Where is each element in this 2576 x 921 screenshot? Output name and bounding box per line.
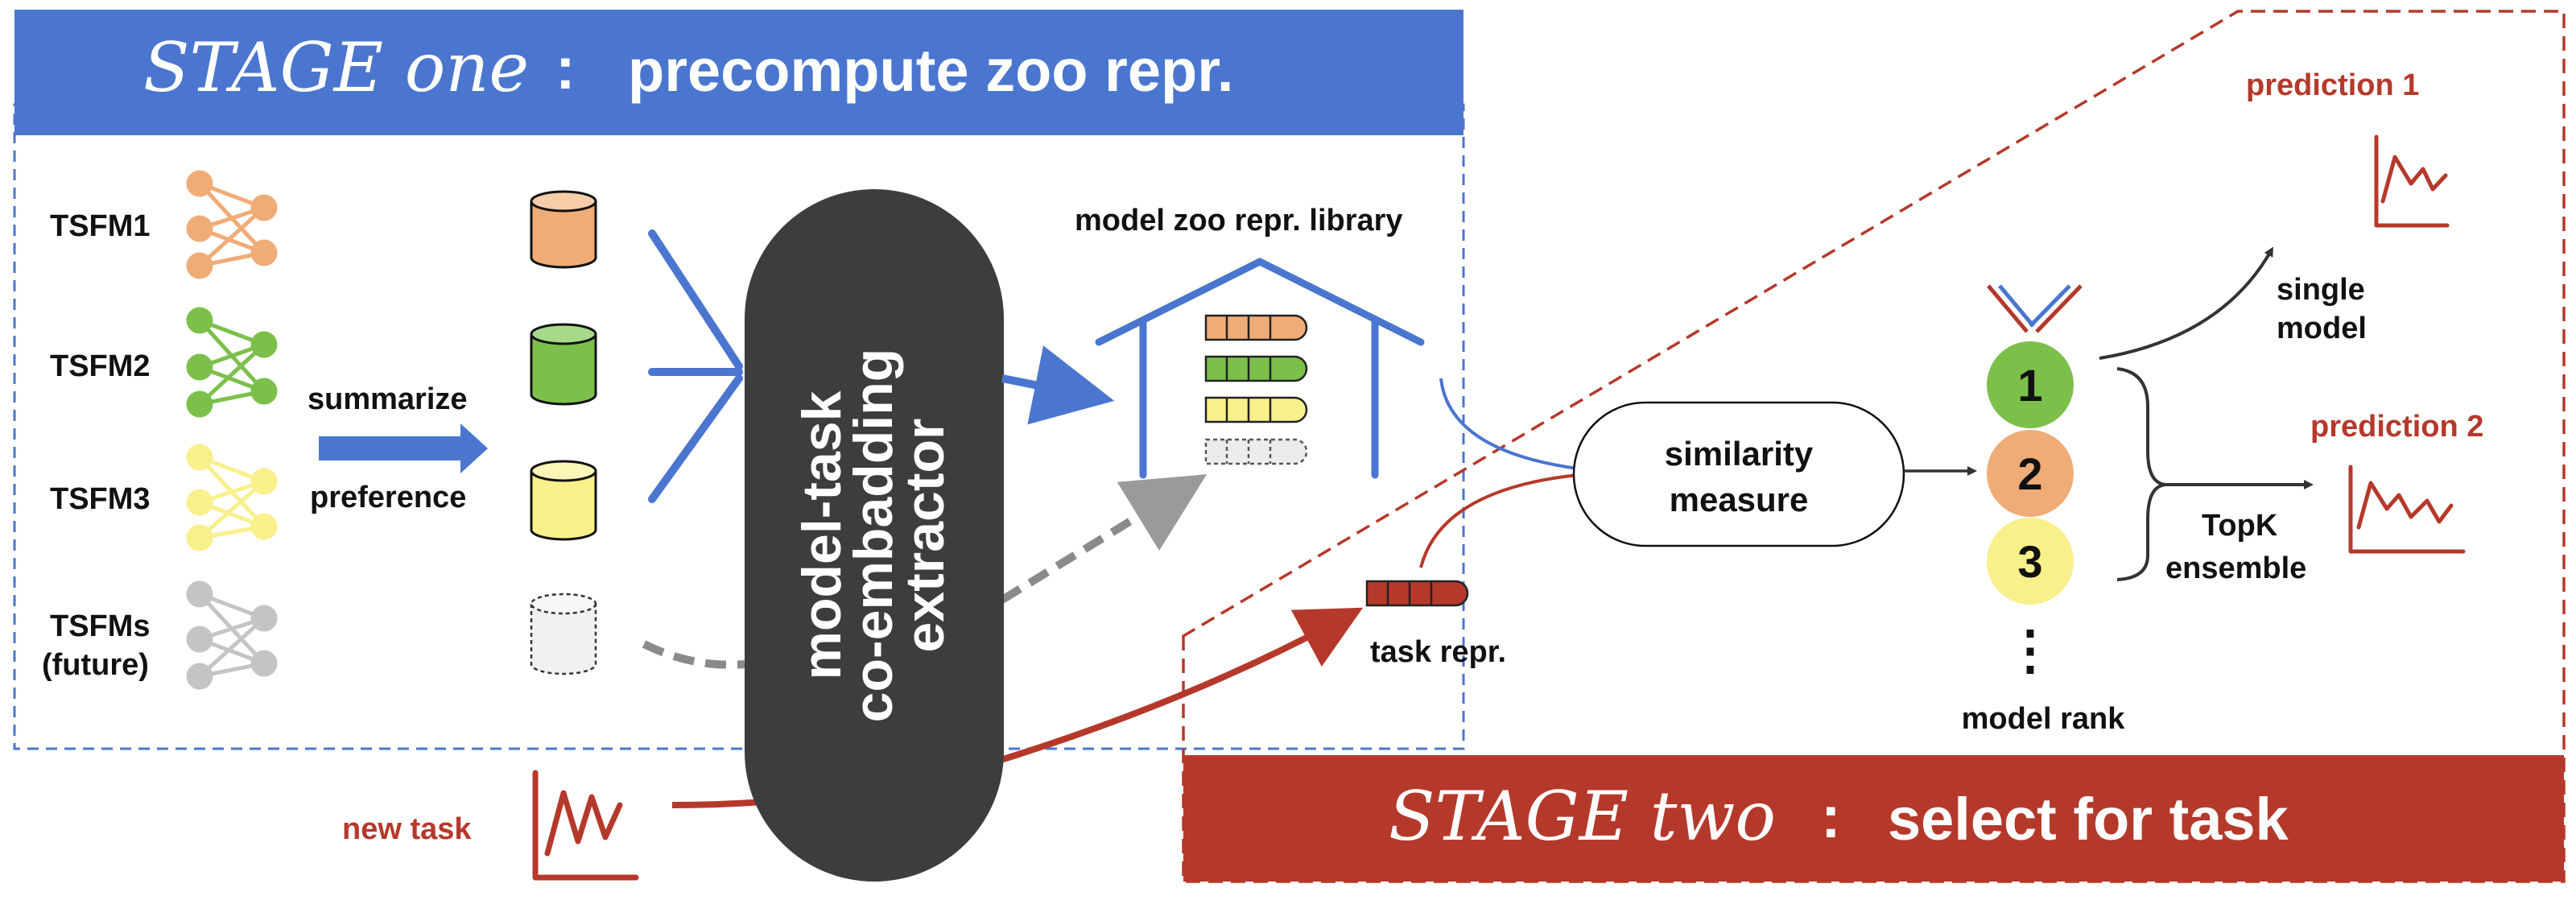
stage-two-separator: : (1821, 783, 1841, 850)
topk-line-2: ensemble (2165, 551, 2306, 585)
prediction-1-label: prediction 1 (2246, 68, 2419, 102)
network-icon-tsfm3 (186, 444, 278, 551)
extractor-line-1: model-task (791, 390, 852, 679)
library-bullet-future (1204, 438, 1308, 465)
rank-1-number: 1 (2017, 360, 2042, 411)
medal-ribbon-icon (1987, 284, 2083, 333)
extractor-to-library-arrow (1001, 345, 1115, 425)
cylinder-tsfm2 (530, 323, 597, 406)
rank-3-circle (1987, 518, 2074, 605)
library-bullet-green (1204, 355, 1308, 382)
new-task-label: new task (342, 812, 472, 846)
prediction-2-chart-icon (2348, 465, 2466, 554)
stage-one-title: precompute zoo repr. (628, 37, 1233, 104)
library-to-similarity-line (1439, 378, 1579, 470)
prediction-1-chart-icon (2374, 134, 2450, 228)
library-bullet-orange (1204, 314, 1308, 341)
stage-one-banner (14, 10, 1463, 135)
new-task-chart-icon (532, 770, 639, 881)
similarity-line-2: measure (1670, 481, 1809, 518)
model-label-tsfm3: TSFM3 (50, 482, 151, 516)
stage-two-script-title: STAGE two (1389, 777, 1776, 856)
similarity-line-1: similarity (1665, 435, 1814, 473)
model-label-future-sub: (future) (42, 648, 149, 682)
single-model-line-1: single (2277, 273, 2365, 307)
extractor-line-3: extractor (894, 418, 956, 652)
extractor-text: model-task co-embadding extractor (791, 349, 956, 723)
library-label: model zoo repr. library (1075, 204, 1403, 237)
model-label-tsfm1: TSFM1 (50, 209, 151, 243)
rank-ellipsis: ⋮ (2004, 620, 2057, 679)
extractor-line-2: co-embadding (843, 349, 904, 723)
stage-two-banner (1183, 755, 2564, 882)
task-repr-label: task repr. (1370, 635, 1506, 669)
preference-label: preference (310, 481, 466, 514)
cylinder-tsfm3 (530, 460, 597, 541)
model-label-tsfm2: TSFM2 (50, 349, 151, 383)
prediction-2-label: prediction 2 (2310, 410, 2483, 444)
task-to-similarity-line (1419, 473, 1579, 568)
rank-1-circle (1987, 341, 2074, 428)
topk-line-1: TopK (2202, 509, 2278, 543)
summarize-arrow (319, 423, 488, 473)
stage-one-separator: : (555, 35, 576, 101)
library-bullet-yellow (1204, 396, 1308, 423)
library-house (1095, 257, 1425, 479)
network-icon-tsfm1 (186, 170, 278, 279)
task-repr-bullet (1365, 580, 1469, 607)
single-model-arrow (2099, 246, 2273, 360)
similarity-measure-box (1572, 401, 1905, 547)
rank-2-circle (1987, 430, 2074, 517)
cylinder-future (530, 593, 597, 675)
single-model-line-2: model (2277, 312, 2367, 345)
network-icon-future (186, 580, 278, 690)
summarize-label: summarize (308, 382, 468, 416)
rank-2-number: 2 (2017, 448, 2042, 499)
model-rank-label: model rank (1962, 702, 2126, 736)
stage-two-title: select for task (1888, 786, 2289, 853)
future-dashed-connector (642, 640, 745, 669)
future-to-library-arrow (1000, 474, 1208, 604)
extractor-pill (745, 189, 1004, 882)
network-icon-tsfm2 (186, 307, 278, 418)
rank-3-number: 3 (2017, 536, 2042, 587)
cylinder-tsfm1 (530, 190, 597, 269)
topk-brace (2116, 367, 2166, 581)
stage-one-script-title: STAGE one (143, 28, 529, 107)
model-label-future: TSFMs (50, 609, 151, 643)
converging-lines (648, 229, 743, 503)
